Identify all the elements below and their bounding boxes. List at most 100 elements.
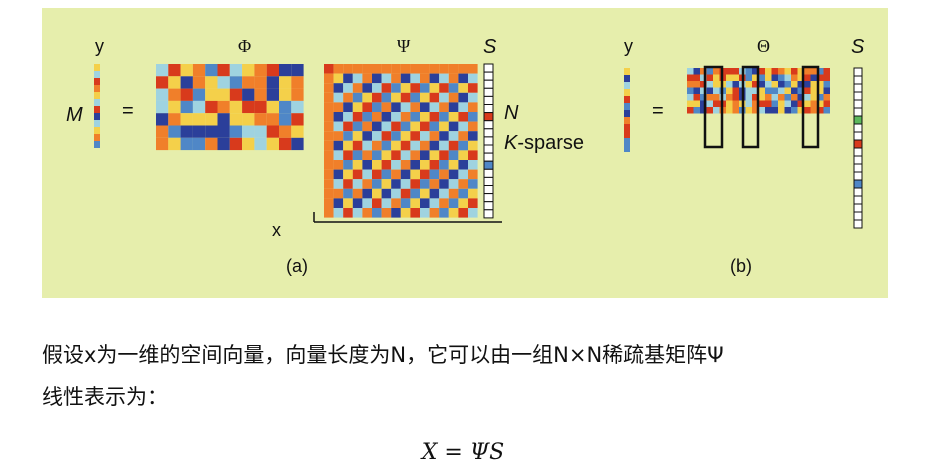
theta-matrix-cell [687, 81, 694, 88]
theta-matrix-cell [752, 87, 759, 94]
theta-matrix-cell [745, 87, 752, 94]
phi-matrix-cell [156, 137, 169, 151]
theta-matrix-cell [797, 81, 804, 88]
psi-matrix-cell [362, 73, 372, 84]
psi-matrix-cell [468, 131, 478, 141]
phi-matrix-cell [192, 88, 206, 101]
s-vector-a-cell [483, 87, 494, 97]
psi-matrix-cell [372, 131, 382, 141]
psi-matrix-cell [372, 121, 382, 132]
theta-matrix-cell [778, 100, 785, 107]
theta-matrix-cell [797, 94, 804, 101]
psi-matrix-cell [410, 73, 420, 84]
psi-matrix-cell [343, 150, 353, 160]
psi-matrix-cell [420, 160, 430, 170]
phi-matrix-cell [205, 125, 218, 138]
psi-matrix-cell [352, 83, 363, 93]
psi-matrix-cell [458, 208, 468, 218]
psi-matrix-cell [333, 150, 344, 160]
psi-matrix-cell [343, 140, 353, 151]
psi-matrix-cell [362, 179, 372, 189]
phi-matrix-cell [217, 137, 230, 151]
psi-matrix-cell [333, 160, 344, 170]
phi-matrix-cell [192, 137, 206, 151]
theta-matrix-cell [810, 100, 817, 107]
psi-matrix-cell [352, 179, 363, 189]
psi-matrix-cell [439, 188, 449, 199]
psi-matrix-cell [429, 102, 440, 112]
theta-matrix-cell [823, 100, 830, 107]
y-vector-b-cell [624, 131, 630, 138]
theta-matrix-cell [706, 87, 713, 94]
psi-matrix-cell [362, 121, 372, 132]
psi-matrix-cell [448, 121, 459, 132]
phi-matrix-cell [229, 125, 243, 138]
phi-matrix-cell [205, 100, 218, 114]
psi-matrix-cell [448, 131, 459, 141]
psi-matrix-cell [362, 140, 372, 151]
psi-matrix-cell [324, 102, 334, 112]
psi-matrix-cell [429, 198, 440, 208]
theta-matrix-cell [810, 107, 817, 114]
s-vector-a-cell [483, 112, 494, 122]
phi-label: Φ [238, 36, 252, 56]
psi-matrix-cell [448, 83, 459, 93]
psi-matrix-cell [439, 121, 449, 132]
s-vector-b-cell [853, 75, 863, 85]
s-vector-b-cell [853, 139, 863, 149]
theta-matrix-cell [706, 68, 713, 75]
psi-matrix-cell [372, 112, 382, 122]
psi-matrix-cell [468, 150, 478, 160]
s-vector-a-cell [483, 104, 494, 114]
psi-matrix-cell [352, 160, 363, 170]
psi-matrix-cell [372, 73, 382, 84]
phi-matrix-cell [266, 137, 279, 151]
psi-matrix-cell [439, 160, 449, 170]
theta-matrix-cell [765, 74, 772, 81]
psi-matrix-cell [429, 92, 440, 103]
psi-matrix-cell [429, 83, 440, 93]
psi-matrix-cell [352, 150, 363, 160]
theta-matrix-cell [706, 94, 713, 101]
theta-matrix-cell [758, 107, 765, 114]
psi-matrix-cell [333, 131, 344, 141]
phi-matrix-cell [180, 137, 193, 151]
s-vector-a-cell [483, 71, 494, 81]
psi-matrix-cell [391, 208, 401, 218]
psi-matrix-cell [429, 73, 440, 84]
psi-matrix-cell [410, 64, 420, 74]
psi-matrix-cell [333, 92, 344, 103]
psi-matrix-cell [362, 131, 372, 141]
psi-matrix-cell [343, 112, 353, 122]
phi-matrix-cell [168, 76, 181, 89]
psi-matrix-cell [420, 112, 430, 122]
psi-matrix-cell [324, 150, 334, 160]
theta-matrix-cell [771, 100, 778, 107]
y-vector-b-cell [624, 75, 630, 82]
psi-matrix-cell [333, 188, 344, 199]
psi-matrix-cell [324, 208, 334, 218]
theta-matrix-cell [745, 81, 752, 88]
phi-matrix-cell [254, 64, 267, 77]
theta-matrix-cell [693, 100, 700, 107]
theta-matrix-cell [823, 94, 830, 101]
psi-matrix-cell [468, 102, 478, 112]
theta-matrix-cell [817, 107, 824, 114]
psi-matrix-cell [333, 73, 344, 84]
psi-matrix-cell [400, 131, 411, 141]
psi-matrix-cell [362, 198, 372, 208]
psi-matrix-cell [410, 150, 420, 160]
theta-matrix-cell [758, 68, 765, 75]
psi-matrix-cell [468, 160, 478, 170]
theta-matrix-cell [817, 100, 824, 107]
psi-matrix-cell [391, 150, 401, 160]
theta-label: Θ [757, 36, 770, 56]
s-vector-b-cell [853, 123, 863, 133]
theta-matrix-cell [784, 74, 791, 81]
psi-matrix-cell [458, 160, 468, 170]
phi-matrix-cell [266, 125, 279, 138]
phi-matrix-cell [291, 64, 304, 77]
psi-matrix-cell [429, 121, 440, 132]
s-vector-a-cell [483, 152, 494, 162]
psi-matrix-cell [343, 169, 353, 180]
